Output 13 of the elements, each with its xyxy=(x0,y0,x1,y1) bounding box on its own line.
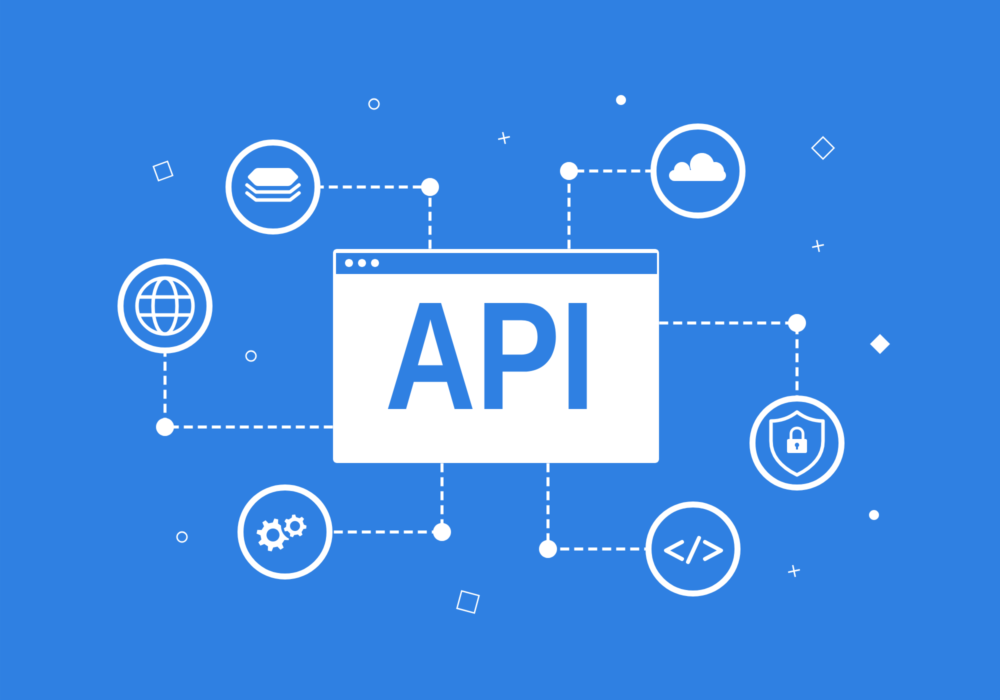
icon-circle xyxy=(650,124,746,218)
connector-line xyxy=(320,186,432,249)
connector-line xyxy=(164,354,333,428)
connector-line xyxy=(546,463,646,550)
icon-circle xyxy=(226,140,320,234)
connector-line xyxy=(332,463,444,534)
connector-line xyxy=(659,322,798,396)
icon-circle xyxy=(238,484,332,580)
icon-circle xyxy=(118,258,212,354)
connector-line xyxy=(568,170,650,249)
icon-circle xyxy=(750,396,844,490)
icon-circle xyxy=(646,502,740,596)
browser-window: API xyxy=(333,249,659,463)
